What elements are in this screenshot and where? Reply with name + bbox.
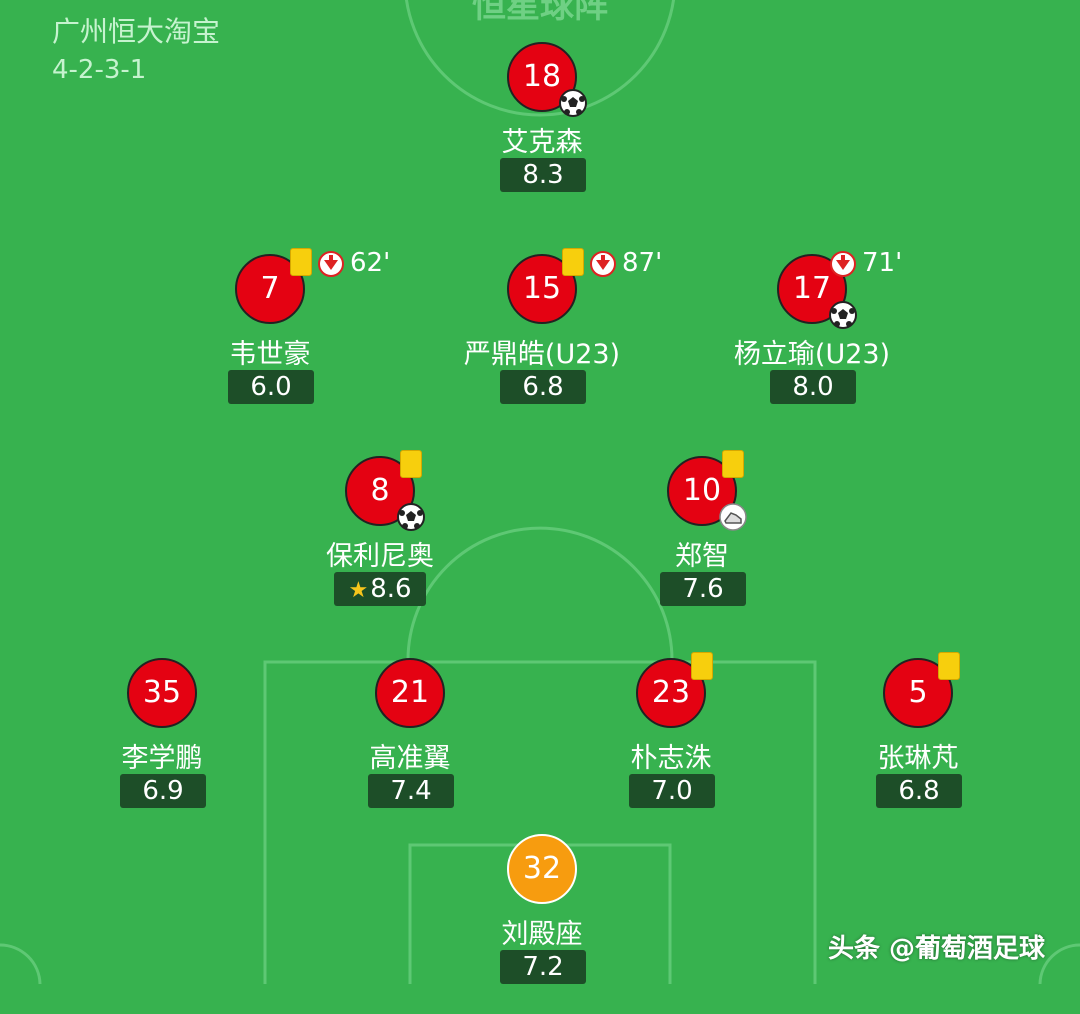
yellow-card-icon (722, 450, 744, 478)
player-rating: 6.8 (500, 370, 586, 404)
player-rating: 8.3 (500, 158, 586, 192)
player-rating: 8.0 (770, 370, 856, 404)
player-card[interactable]: 15 87' 严鼎皓(U23) 6.8 (422, 248, 662, 434)
player-name: 张琳芃 (877, 743, 959, 774)
player-name: 高准翼 (369, 743, 451, 774)
sub-off-arrow-icon (590, 250, 616, 277)
watermark: 头条 @葡萄酒足球 (828, 934, 1046, 964)
player-card[interactable]: 10 郑智 7.6 (582, 450, 822, 636)
player-name: 刘殿座 (501, 919, 583, 950)
player-name: 艾克森 (501, 127, 583, 158)
substitution-off: 71' (830, 248, 902, 278)
sub-minute: 62' (350, 248, 391, 278)
player-number: 15 (507, 254, 577, 324)
player-name: 保利尼奥 (326, 541, 434, 572)
sub-minute: 87' (622, 248, 663, 278)
header-partial-text: 恒星球阵 (472, 0, 608, 26)
player-name: 严鼎皓(U23) (463, 339, 621, 370)
player-card[interactable]: 23 朴志洙 7.0 (551, 652, 791, 838)
goal-ball-icon (559, 89, 587, 117)
player-name: 朴志洙 (630, 743, 712, 774)
sub-minute: 71' (862, 248, 903, 278)
player-card[interactable]: 17 71' 杨立瑜(U23) 8.0 (692, 248, 932, 434)
team-name: 广州恒大淘宝 (52, 15, 221, 48)
player-number: 21 (375, 658, 445, 728)
player-card[interactable]: 18 艾克森 8.3 (422, 42, 662, 222)
goal-ball-icon (397, 503, 425, 531)
player-rating-box: ★8.6 (334, 572, 426, 606)
player-name: 李学鹏 (121, 743, 203, 774)
assist-boot-icon (719, 503, 747, 531)
player-card[interactable]: 35 李学鹏 6.9 (42, 658, 282, 838)
player-card[interactable]: 7 62' 韦世豪 6.0 (150, 248, 390, 434)
player-card[interactable]: 32 刘殿座 7.2 (422, 834, 662, 1014)
player-rating: 7.0 (629, 774, 715, 808)
player-card[interactable]: 8 保利尼奥 ★8.6 (260, 450, 500, 636)
player-card[interactable]: 5 张琳芃 6.8 (798, 652, 1038, 838)
player-name: 杨立瑜(U23) (733, 339, 891, 370)
player-rating: 6.0 (228, 370, 314, 404)
player-number: 35 (127, 658, 197, 728)
substitution-off: 87' (590, 248, 662, 278)
substitution-off: 62' (318, 248, 390, 278)
player-name: 韦世豪 (229, 339, 311, 370)
yellow-card-icon (290, 248, 312, 276)
sub-off-arrow-icon (830, 250, 856, 277)
sub-off-arrow-icon (318, 250, 344, 277)
player-rating: 6.9 (120, 774, 206, 808)
formation: 4-2-3-1 (52, 55, 147, 85)
player-number: 23 (636, 658, 706, 728)
player-number: 32 (507, 834, 577, 904)
player-rating: 6.8 (876, 774, 962, 808)
goal-ball-icon (829, 301, 857, 329)
player-card[interactable]: 21 高准翼 7.4 (290, 658, 530, 838)
yellow-card-icon (938, 652, 960, 680)
player-rating: 7.2 (500, 950, 586, 984)
player-name: 郑智 (675, 541, 729, 572)
yellow-card-icon (400, 450, 422, 478)
yellow-card-icon (691, 652, 713, 680)
player-number: 18 (507, 42, 577, 112)
star-icon: ★ (348, 578, 369, 603)
yellow-card-icon (562, 248, 584, 276)
player-rating: 8.6 (370, 574, 412, 604)
player-rating: 7.4 (368, 774, 454, 808)
player-rating: 7.6 (660, 572, 746, 606)
